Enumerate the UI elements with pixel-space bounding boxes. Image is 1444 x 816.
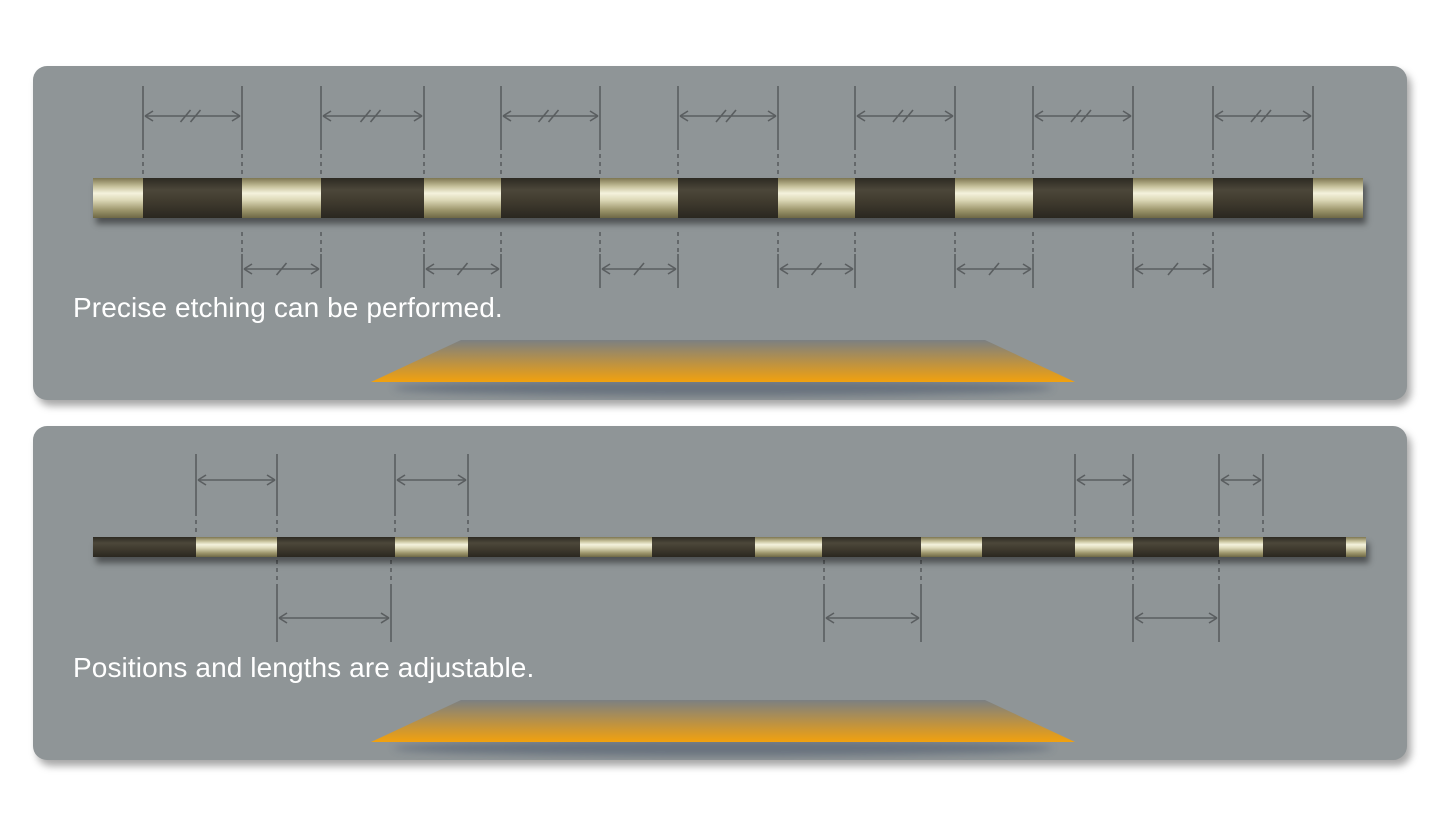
exposed-band-4 — [778, 178, 855, 218]
caption-precise-etching: Precise etching can be performed. — [73, 292, 503, 323]
etched-rod-thin — [93, 537, 1366, 557]
panel-precise-etching: Precise etching can be performed. — [33, 66, 1407, 400]
etched-band-7 — [1213, 178, 1313, 218]
lower-dimension-2 — [599, 232, 679, 288]
lower-dimension-3 — [777, 232, 856, 288]
exposed-band-0 — [93, 178, 143, 218]
etched-band-5 — [855, 178, 955, 218]
lower-dimension-4 — [954, 232, 1034, 288]
etched-band-0 — [93, 537, 196, 557]
etched-band-5 — [982, 537, 1075, 557]
exposed-band-4 — [921, 537, 982, 557]
etched-band-1 — [277, 537, 395, 557]
upper-dimension-4 — [854, 86, 956, 174]
lower-dimension-0 — [241, 232, 322, 288]
etched-band-4 — [822, 537, 921, 557]
exposed-band-7 — [1346, 537, 1366, 557]
dimension-lines-bottom — [195, 454, 1264, 642]
exposed-band-3 — [600, 178, 678, 218]
etched-band-2 — [321, 178, 424, 218]
upper-dimension-6 — [1212, 86, 1314, 174]
lower-dimension-1 — [823, 560, 922, 642]
exposed-band-6 — [1133, 178, 1213, 218]
exposed-band-0 — [196, 537, 277, 557]
exposed-band-3 — [755, 537, 822, 557]
upper-dimension-3 — [677, 86, 779, 174]
exposed-band-1 — [242, 178, 321, 218]
etched-band-3 — [652, 537, 755, 557]
etched-band-1 — [143, 178, 242, 218]
lower-dimension-5 — [1132, 232, 1214, 288]
upper-dimension-1 — [394, 454, 469, 536]
lower-dimension-2 — [1132, 560, 1220, 642]
lower-dimension-1 — [423, 232, 502, 288]
upper-dimension-2 — [1074, 454, 1134, 536]
platform-highlight-bottom — [371, 700, 1075, 756]
upper-dimension-5 — [1032, 86, 1134, 174]
etched-band-4 — [678, 178, 778, 218]
exposed-band-6 — [1219, 537, 1263, 557]
exposed-band-1 — [395, 537, 468, 557]
etched-band-6 — [1033, 178, 1133, 218]
upper-dimension-2 — [500, 86, 601, 174]
etched-band-3 — [501, 178, 600, 218]
exposed-band-5 — [955, 178, 1033, 218]
dimension-lines-top — [142, 86, 1314, 288]
upper-dimension-0 — [195, 454, 278, 536]
upper-dimension-0 — [142, 86, 243, 174]
platform-highlight-top — [371, 340, 1075, 396]
panel-adjustable: Positions and lengths are adjustable. — [33, 426, 1407, 760]
etched-band-6 — [1133, 537, 1219, 557]
upper-dimension-1 — [320, 86, 425, 174]
exposed-band-7 — [1313, 178, 1363, 218]
exposed-band-5 — [1075, 537, 1133, 557]
caption-adjustable: Positions and lengths are adjustable. — [73, 652, 535, 683]
exposed-band-2 — [580, 537, 652, 557]
exposed-band-2 — [424, 178, 501, 218]
lower-dimension-0 — [276, 560, 392, 642]
upper-dimension-3 — [1218, 454, 1264, 536]
etched-band-2 — [468, 537, 580, 557]
etched-band-7 — [1263, 537, 1346, 557]
etched-rod-thick — [93, 178, 1363, 218]
